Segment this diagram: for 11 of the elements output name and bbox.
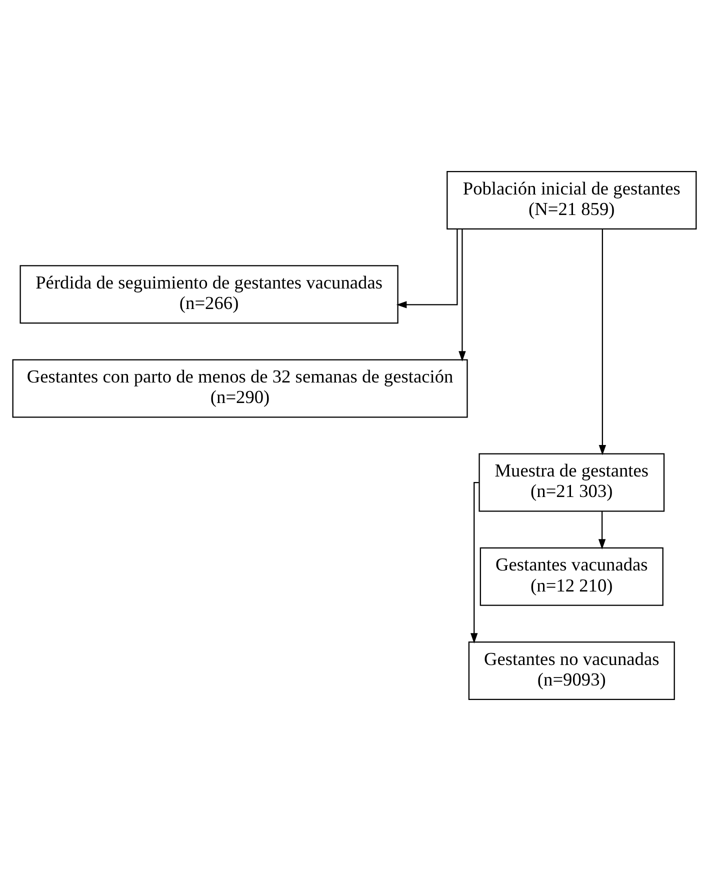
arrow [458, 228, 466, 361]
node-box: Gestantes con parto de menos de 32 semanas de gestación (n=290) [12, 358, 468, 418]
node-box: Pérdida de seguimiento de gestantes vacunadas (n=266) [20, 264, 398, 324]
node-box: Muestra de gestantes (n=21 303) [478, 452, 665, 512]
arrow [396, 228, 458, 308]
node-box: Gestantes no vacunadas (n=9093) [468, 640, 675, 700]
node-box: Gestantes vacunadas (n=12 210) [480, 546, 664, 606]
node-box: Población inicial de gestantes (N=21 859) [446, 170, 697, 230]
arrow [470, 481, 479, 643]
arrow [598, 510, 606, 549]
arrow [598, 228, 606, 455]
